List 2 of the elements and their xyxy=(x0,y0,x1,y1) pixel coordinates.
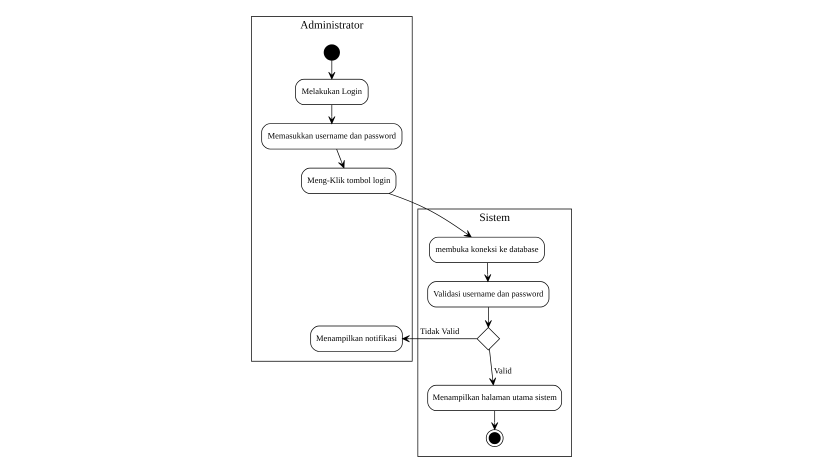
edge-label: Tidak Valid xyxy=(420,326,459,336)
edge-label: Valid xyxy=(493,366,512,376)
